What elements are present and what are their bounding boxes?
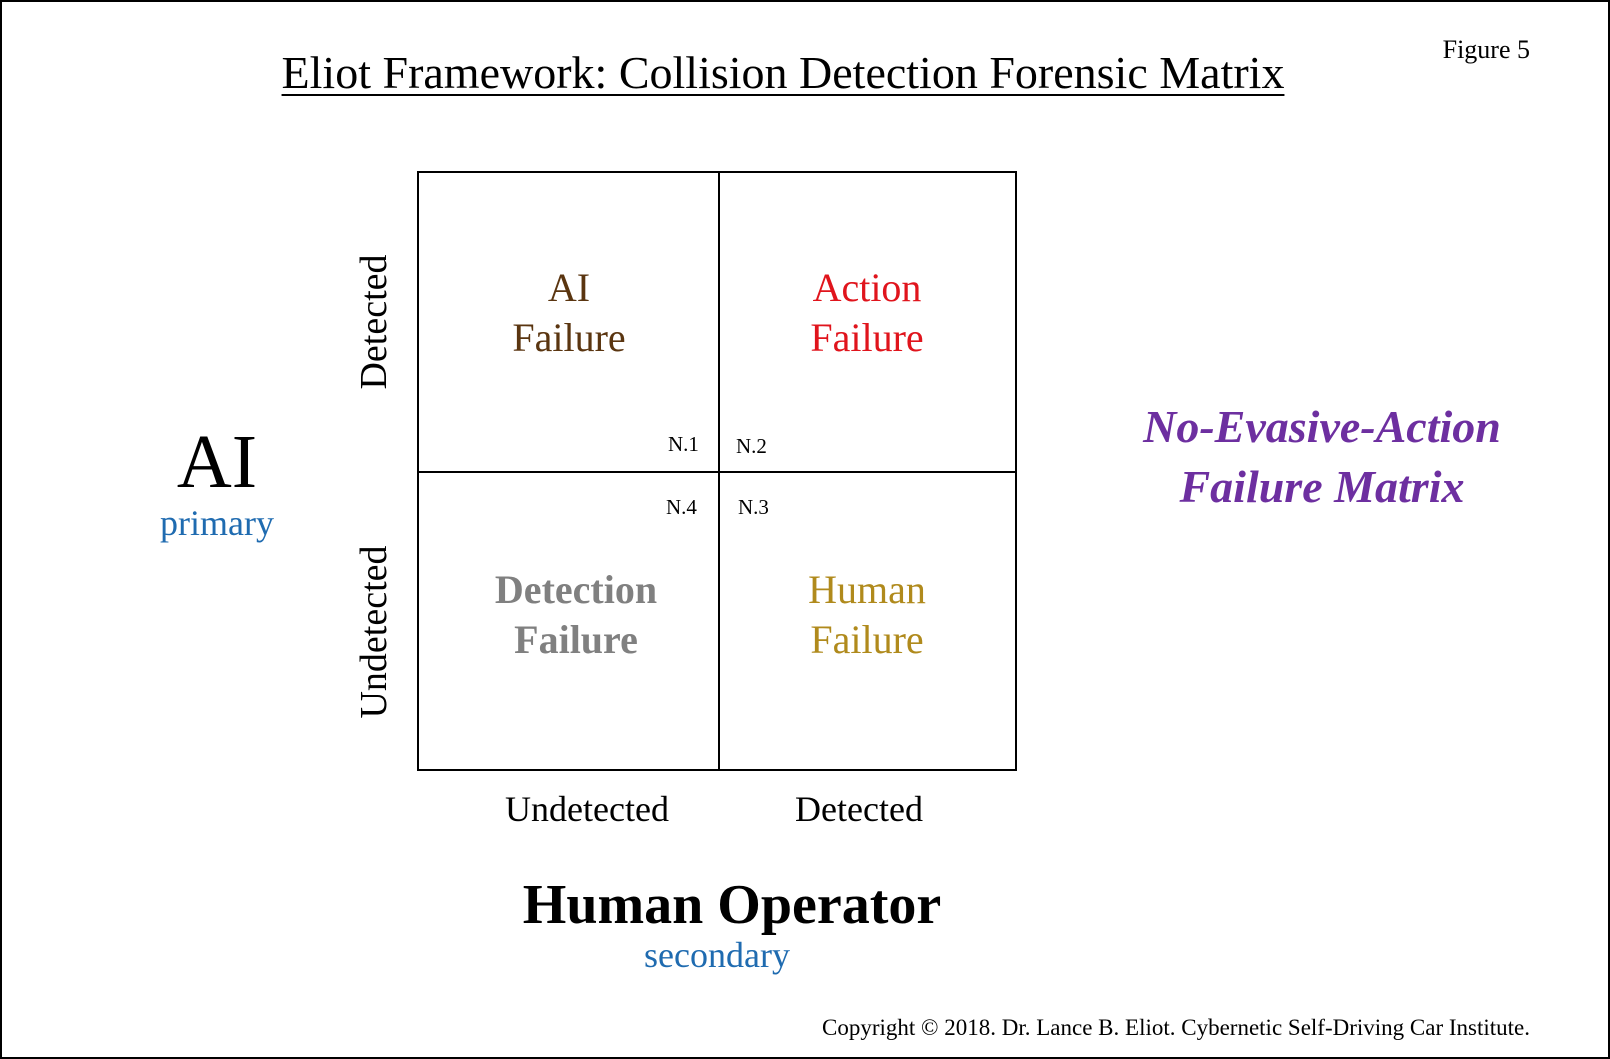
matrix-name-line1: No-Evasive-Action <box>1143 401 1501 452</box>
vertical-axis-name: AI <box>176 420 258 504</box>
column-label-detected: Detected <box>795 789 923 829</box>
cell-human-failure: Human Failure <box>719 565 1015 665</box>
cell-action-failure: Action Failure <box>719 263 1015 363</box>
failure-matrix-grid: AI Failure Action Failure Detection Fail… <box>417 171 1017 771</box>
figure-number: Figure 5 <box>1442 35 1530 64</box>
cell-detection-failure: Detection Failure <box>419 565 733 665</box>
matrix-name-line2: Failure Matrix <box>1179 461 1465 512</box>
cell-action-failure-line2: Failure <box>810 315 924 360</box>
horizontal-axis-name: Human Operator <box>522 874 942 936</box>
copyright-notice: Copyright © 2018. Dr. Lance B. Eliot. Cy… <box>822 1015 1530 1040</box>
cell-action-failure-line1: Action <box>812 265 922 310</box>
vertical-axis-role: primary <box>160 503 274 543</box>
cell-detection-failure-line2: Failure <box>514 617 638 662</box>
node-label-n4: N.4 <box>666 495 697 519</box>
node-label-n2: N.2 <box>736 434 767 458</box>
cell-ai-failure-line2: Failure <box>512 315 626 360</box>
figure-title: Eliot Framework: Collision Detection For… <box>281 47 1285 98</box>
row-label-undetected: Undetected <box>353 545 395 719</box>
cell-human-failure-line1: Human <box>808 567 926 612</box>
node-label-n3: N.3 <box>738 495 769 519</box>
matrix-horizontal-divider <box>419 471 1015 473</box>
row-label-detected: Detected <box>353 254 395 390</box>
horizontal-axis-role: secondary <box>644 935 790 975</box>
cell-ai-failure-line1: AI <box>547 265 591 310</box>
cell-detection-failure-line1: Detection <box>494 567 658 612</box>
column-label-undetected: Undetected <box>505 789 669 829</box>
cell-human-failure-line2: Failure <box>810 617 924 662</box>
node-label-n1: N.1 <box>668 432 699 456</box>
cell-ai-failure: AI Failure <box>419 263 719 363</box>
matrix-name: No-Evasive-Action Failure Matrix <box>1102 397 1542 517</box>
